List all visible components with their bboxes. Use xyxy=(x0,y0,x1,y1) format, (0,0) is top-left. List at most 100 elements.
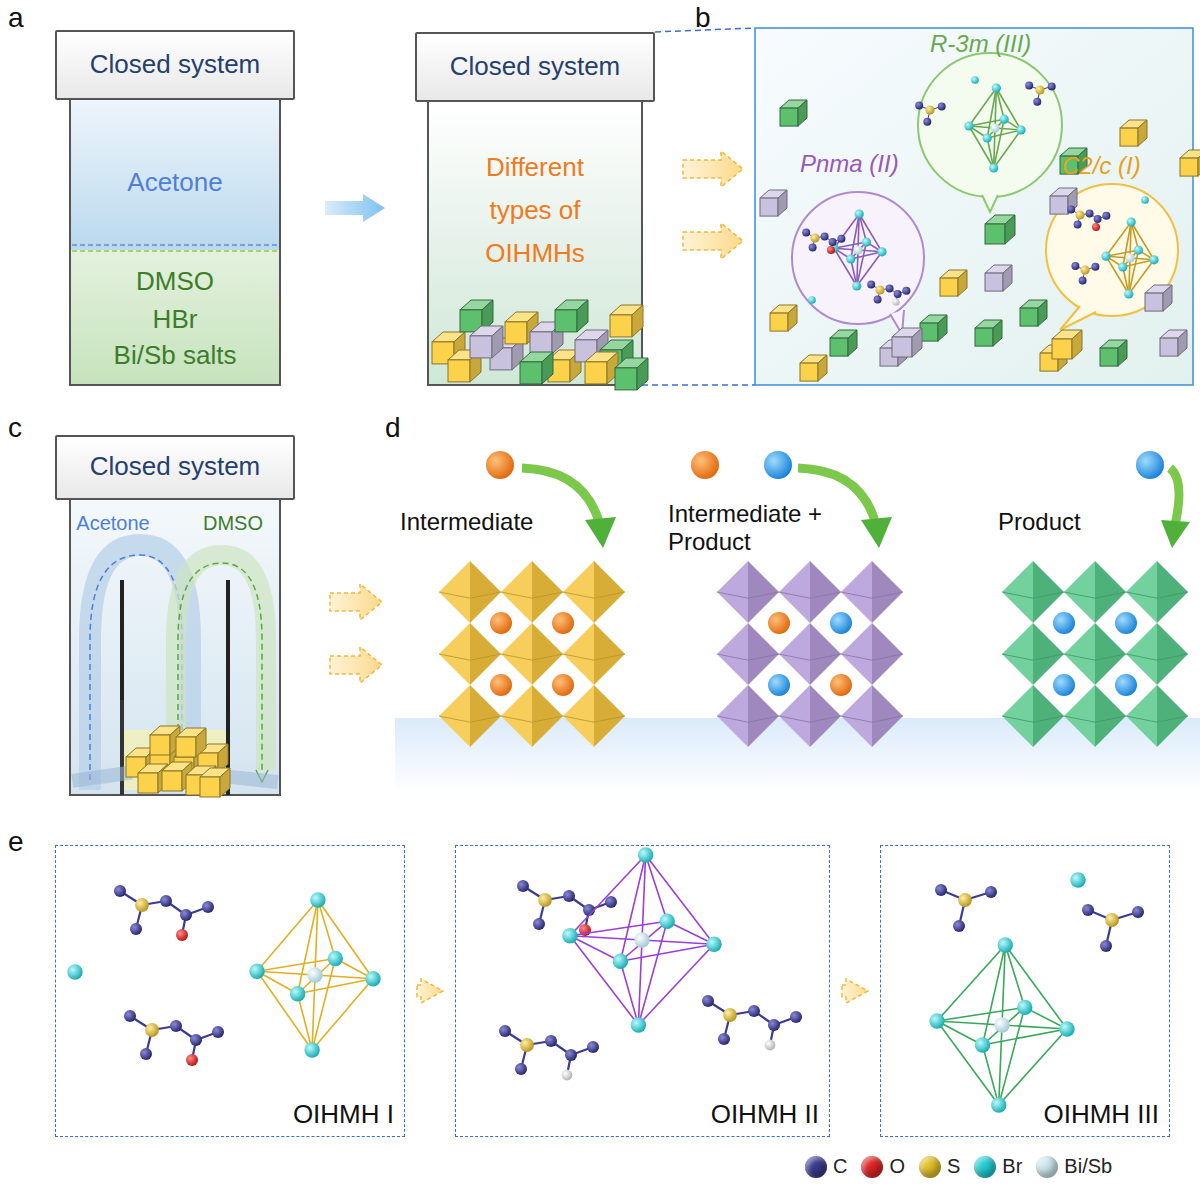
crystal-cube xyxy=(778,190,787,216)
lid-title: Closed system xyxy=(90,50,261,80)
crystal-cube xyxy=(975,328,993,346)
octahedron-edge xyxy=(570,936,638,1025)
octahedron xyxy=(439,592,501,598)
crystal-cube xyxy=(615,368,637,390)
atom xyxy=(853,245,862,254)
atom xyxy=(1101,252,1110,261)
stage-label: Product xyxy=(998,508,1081,536)
atom xyxy=(991,1097,1006,1112)
crystal-cube xyxy=(1100,348,1118,366)
crystal-cube xyxy=(830,338,848,356)
crystal-cube xyxy=(958,270,967,296)
ion-sphere xyxy=(486,451,514,479)
atom xyxy=(1141,196,1149,204)
octahedron xyxy=(1002,685,1033,747)
atom xyxy=(249,964,264,979)
atom xyxy=(1082,904,1094,916)
crystal-cube xyxy=(1003,265,1012,291)
ion-sphere xyxy=(1053,612,1075,634)
atom xyxy=(565,1049,577,1061)
crystal-cube xyxy=(1198,150,1200,176)
atom xyxy=(520,1038,534,1052)
crystal-cube xyxy=(985,273,1003,291)
octahedron xyxy=(717,561,748,623)
atom xyxy=(517,880,529,892)
octahedron xyxy=(439,716,501,722)
crystal-cube xyxy=(920,323,938,341)
atom xyxy=(135,898,149,912)
atom xyxy=(67,964,82,979)
panel-title: OIHMH I xyxy=(293,1100,394,1130)
octahedron xyxy=(717,685,748,747)
solvent-label: Bi/Sb salts xyxy=(114,341,237,371)
atom xyxy=(975,1037,990,1052)
atom xyxy=(827,246,835,254)
octahedron-edge xyxy=(937,1021,999,1105)
octahedron xyxy=(1126,592,1188,598)
atom xyxy=(718,1033,730,1045)
octahedron-edge xyxy=(298,994,313,1050)
octahedron-edge xyxy=(937,945,1005,1021)
panel-letter: d xyxy=(385,412,401,444)
atom xyxy=(846,254,855,263)
solvent-label: DMSO xyxy=(203,512,263,535)
crystal-cube xyxy=(993,320,1002,346)
atom xyxy=(790,1011,802,1023)
atom xyxy=(1100,940,1112,952)
atom xyxy=(875,285,884,294)
atom xyxy=(1035,85,1044,94)
octahedron-edge xyxy=(834,248,857,286)
octahedron xyxy=(1126,654,1188,660)
atom xyxy=(702,995,714,1007)
ion-sphere xyxy=(768,674,790,696)
atom xyxy=(994,1017,1009,1032)
process-arrow xyxy=(325,194,385,222)
atom xyxy=(808,296,816,304)
panel-title: OIHMH III xyxy=(1043,1100,1159,1130)
octahedron xyxy=(563,654,625,660)
octahedron xyxy=(779,654,841,660)
legend-text: Br xyxy=(1002,1155,1022,1178)
crystal-cube xyxy=(1072,330,1082,359)
octahedron-edge xyxy=(1106,256,1129,294)
legend-text: Bi/Sb xyxy=(1064,1155,1112,1178)
crystal-cube xyxy=(1120,128,1138,146)
atom xyxy=(1017,1000,1032,1015)
closed-beaker: Closed systemDifferent types of OIHMHs xyxy=(415,32,655,385)
octahedron-edge xyxy=(318,900,335,959)
atom xyxy=(1105,913,1119,927)
atom xyxy=(983,133,992,142)
atom xyxy=(1124,289,1133,298)
crystal-cube xyxy=(800,363,818,381)
solvent-label: Acetone xyxy=(76,512,149,535)
crystal-cube xyxy=(1160,338,1178,356)
legend-swatch xyxy=(974,1156,996,1178)
octahedron xyxy=(1064,716,1126,722)
crystal-cube xyxy=(760,198,778,216)
atom xyxy=(186,1054,198,1066)
ion-sphere xyxy=(1136,451,1164,479)
atom xyxy=(160,895,172,907)
atom xyxy=(953,920,965,932)
ion-sphere xyxy=(490,612,512,634)
legend-swatch xyxy=(919,1156,941,1178)
atom xyxy=(304,1042,319,1057)
atom xyxy=(768,1019,780,1031)
octahedron xyxy=(1064,592,1126,598)
atom xyxy=(723,1008,737,1022)
atom xyxy=(1149,255,1158,264)
crystal-cube xyxy=(492,326,503,358)
crystal-cube xyxy=(912,328,922,357)
crystal-cube xyxy=(1005,215,1015,244)
crystal-cube xyxy=(585,362,607,384)
atom xyxy=(499,1025,511,1037)
ion-sphere xyxy=(1053,674,1075,696)
atom xyxy=(1118,262,1127,271)
atom xyxy=(809,244,817,252)
panel-letter: b xyxy=(695,2,711,34)
atom xyxy=(999,115,1008,124)
lid-title: Closed system xyxy=(450,52,621,82)
atom xyxy=(802,228,810,236)
octahedron xyxy=(872,561,903,623)
solvent-label: DMSO xyxy=(136,267,214,297)
